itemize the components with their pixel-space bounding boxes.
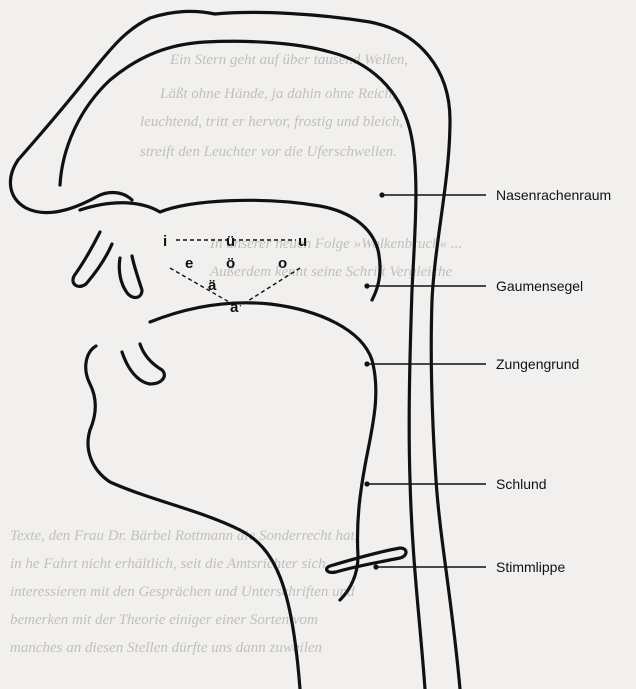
ghost-line-9: interessieren mit den Gesprächen und Unt… (10, 584, 355, 600)
vowel-e: e (185, 255, 193, 272)
label-vocal-fold: Stimmlippe (496, 559, 565, 575)
vowel-i: i (163, 233, 167, 250)
soft-palate-dot (364, 283, 369, 288)
ghost-line-11: manches an diesen Stellen dürfte uns dan… (10, 640, 322, 656)
lower-lip (86, 346, 96, 430)
tongue-root-dot (364, 361, 369, 366)
vowel-o: o (278, 255, 287, 272)
vowel-u: u (298, 233, 307, 250)
vowel-oe: ö (226, 255, 235, 272)
vocal-fold-shape (327, 548, 406, 572)
label-soft-palate: Gaumensegel (496, 278, 583, 294)
nasopharynx-dot (379, 192, 384, 197)
ghost-line-5: In unserer neuen Folge »Wolkenbruch« ... (209, 236, 462, 252)
vowel-ue: ü (226, 233, 235, 250)
label-tongue-root: Zungengrund (496, 356, 579, 372)
nose-outline (10, 160, 132, 213)
label-pharynx: Schlund (496, 476, 547, 492)
pharynx-dot (364, 481, 369, 486)
vowel-ae: ä (208, 277, 217, 294)
upper-lip-teeth (73, 232, 112, 286)
vowel-a: a (230, 299, 239, 316)
vocal-fold-dot (373, 564, 378, 569)
upper-incisor (119, 256, 142, 297)
show-through-text: Ein Stern geht auf über tausend Wellen, … (10, 52, 462, 656)
ghost-line-2: Läßt ohne Hände, ja dahin ohne Reich, (159, 86, 396, 102)
ghost-line-10: bemerken mit der Theorie einiger einer S… (10, 612, 318, 628)
lower-incisor (122, 344, 164, 384)
label-nasopharynx: Nasenrachenraum (496, 187, 611, 203)
ghost-line-3: leuchtend, tritt er hervor, frostig und … (140, 114, 403, 130)
ghost-line-1: Ein Stern geht auf über tausend Wellen, (169, 52, 408, 68)
ghost-line-7: Texte, den Frau Dr. Bärbel Rottmann die … (10, 528, 358, 544)
ghost-line-6: Außerdem kennt seine Schrift Vergleiche (209, 264, 452, 280)
ghost-line-4: streift den Leuchter vor die Uferschwell… (140, 144, 397, 160)
